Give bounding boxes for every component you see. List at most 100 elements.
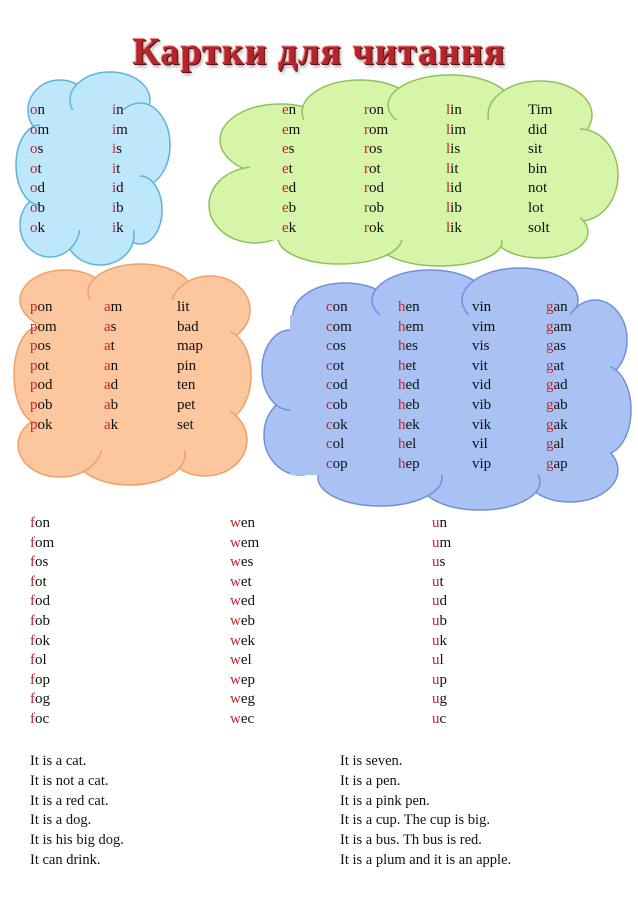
sentence: It is his big dog. xyxy=(30,832,124,849)
word: solt xyxy=(528,219,550,236)
word: gal xyxy=(546,436,565,453)
sentence: It is a dog. xyxy=(30,812,92,829)
word: wec xyxy=(230,710,255,727)
word: vil xyxy=(472,436,488,453)
word: im xyxy=(112,121,128,138)
word: uc xyxy=(432,710,447,727)
word: ad xyxy=(104,377,119,394)
word: vip xyxy=(472,455,492,472)
word: ud xyxy=(432,593,447,610)
sentence: It is a plum and it is an apple. xyxy=(340,851,512,868)
word: wes xyxy=(230,554,254,571)
word: it xyxy=(112,160,121,177)
word: ek xyxy=(282,219,297,236)
sentence: It is a pink pen. xyxy=(340,792,430,809)
sentence: It is a pen. xyxy=(340,772,401,789)
word: wem xyxy=(230,534,260,551)
word: gas xyxy=(546,338,566,355)
word: web xyxy=(230,612,256,629)
word: rod xyxy=(364,180,384,197)
sentence: It is a bus. Th bus is red. xyxy=(340,832,482,849)
word: lib xyxy=(446,199,462,216)
word: gak xyxy=(546,416,568,433)
word: pod xyxy=(30,377,53,394)
word: rom xyxy=(364,121,389,138)
word: pos xyxy=(30,338,51,355)
word: gap xyxy=(546,455,568,472)
word: hem xyxy=(398,318,424,335)
word: con xyxy=(326,299,348,315)
word: pot xyxy=(30,357,50,374)
word: lid xyxy=(446,180,462,197)
word: wek xyxy=(230,632,256,649)
sentences-right: It is seven. It is a pen. It is a pink pen… xyxy=(340,752,511,871)
word: Tim xyxy=(528,102,553,118)
sentence: It is a red cat. xyxy=(30,792,109,809)
word: foc xyxy=(30,710,50,727)
word: gad xyxy=(546,377,568,394)
word: rob xyxy=(364,199,384,216)
word: pok xyxy=(30,416,53,433)
word: eb xyxy=(282,199,297,216)
word: gam xyxy=(546,318,572,335)
word: vim xyxy=(472,318,496,335)
word: sit xyxy=(528,141,543,158)
sentence: It is not a cat. xyxy=(30,772,109,789)
word: fot xyxy=(30,573,47,590)
word: os xyxy=(30,141,44,158)
word: lin xyxy=(446,102,462,118)
word: fog xyxy=(30,691,50,708)
word: cod xyxy=(326,377,348,394)
word: is xyxy=(112,141,123,158)
word: not xyxy=(528,180,548,197)
word: hek xyxy=(398,416,420,433)
word: am xyxy=(104,299,123,315)
word: fom xyxy=(30,534,55,551)
word: lim xyxy=(446,121,467,138)
word: hes xyxy=(398,338,418,355)
cloud-periwinkle xyxy=(261,267,632,511)
word: cob xyxy=(326,396,348,413)
word: em xyxy=(282,121,301,138)
word: om xyxy=(30,121,50,138)
cloud-blue xyxy=(15,71,171,266)
word: ab xyxy=(104,396,119,413)
word: wep xyxy=(230,671,256,688)
word: fod xyxy=(30,593,50,610)
word: in xyxy=(112,102,124,118)
word: us xyxy=(432,554,446,571)
word: en xyxy=(282,102,297,118)
word: up xyxy=(432,671,447,688)
word: lit xyxy=(446,160,459,177)
word: on xyxy=(30,102,45,118)
word: vib xyxy=(472,396,492,413)
word: vin xyxy=(472,299,492,315)
sentence: It is seven. xyxy=(340,753,403,769)
word: rot xyxy=(364,160,381,177)
word: lik xyxy=(446,219,462,236)
word: et xyxy=(282,160,293,177)
word: bin xyxy=(528,160,548,177)
word: vis xyxy=(472,338,490,355)
word: wen xyxy=(230,515,256,531)
word: ed xyxy=(282,180,297,197)
word: cop xyxy=(326,455,348,472)
word: col xyxy=(326,436,345,453)
word: hep xyxy=(398,455,420,472)
word: pon xyxy=(30,299,53,315)
word: es xyxy=(282,141,295,158)
word: vit xyxy=(472,357,488,374)
word: gat xyxy=(546,357,565,374)
word: pob xyxy=(30,396,53,413)
word: hel xyxy=(398,436,417,453)
